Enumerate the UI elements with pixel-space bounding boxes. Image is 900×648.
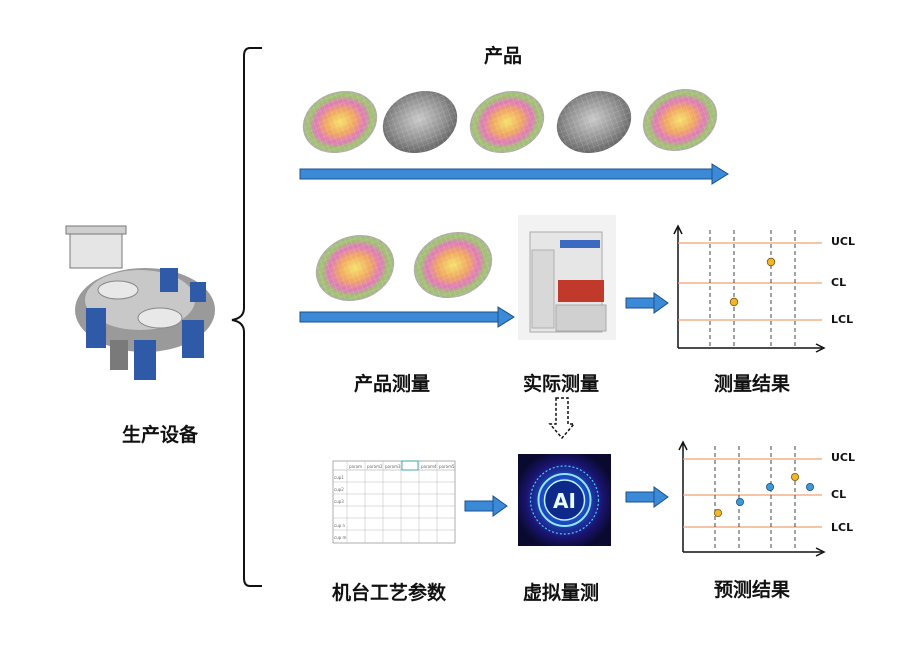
label-virtual-measurement: 虚拟量测 — [523, 582, 600, 604]
machine-parameter-table: param param2 param3 param4 param5 cup1 c… — [332, 460, 456, 544]
data-point — [806, 482, 815, 491]
param-header: param — [349, 464, 362, 469]
data-point — [736, 497, 745, 506]
label-product: 产品 — [484, 45, 523, 67]
label-machine-params: 机台工艺参数 — [332, 582, 447, 604]
param-row-label: cup3 — [334, 499, 344, 504]
chart1-ucl-label: UCL — [831, 235, 856, 248]
param-header: param2 — [367, 464, 383, 469]
metrology-tool-image — [518, 215, 616, 340]
ai-image: AI — [518, 454, 611, 546]
data-point — [766, 482, 775, 491]
label-actual-measurement: 实际测量 — [523, 373, 600, 395]
chart2-lcl-label: LCL — [831, 521, 854, 534]
arrow-to-measurement-result — [625, 292, 669, 314]
data-point — [791, 472, 800, 481]
data-point — [729, 297, 739, 307]
data-point — [766, 257, 776, 267]
chart2-ucl-label: UCL — [831, 451, 856, 464]
label-prediction-result: 预测结果 — [714, 579, 791, 601]
param-row-label: cup1 — [334, 475, 344, 480]
prediction-result-chart — [678, 440, 826, 557]
param-row-label: cup n — [334, 523, 346, 528]
chart1-lcl-label: LCL — [831, 313, 854, 326]
arrow-to-prediction-result — [625, 486, 669, 508]
chart2-cl-label: CL — [831, 488, 847, 501]
param-header: param4 — [421, 464, 437, 469]
dashed-arrow-down — [548, 397, 576, 440]
chart1-cl-label: CL — [831, 276, 847, 289]
grouping-brace — [231, 47, 262, 587]
production-equipment-image — [65, 225, 215, 380]
param-header: param5 — [439, 464, 455, 469]
label-product-measurement: 产品测量 — [354, 373, 431, 395]
ai-label: AI — [553, 489, 576, 513]
label-measurement-result: 测量结果 — [714, 373, 791, 395]
param-header: param3 — [385, 464, 401, 469]
measurement-result-chart — [673, 224, 826, 353]
arrow-top — [299, 163, 729, 185]
param-row-label: cup2 — [334, 487, 344, 492]
data-point — [714, 508, 723, 517]
arrow-to-ai — [464, 495, 508, 517]
wafer-row-middle — [315, 231, 493, 302]
arrow-middle — [299, 306, 515, 328]
label-production-equipment: 生产设备 — [122, 424, 199, 446]
param-row-label: cup m — [334, 535, 347, 540]
wafer-row-top — [302, 88, 718, 154]
